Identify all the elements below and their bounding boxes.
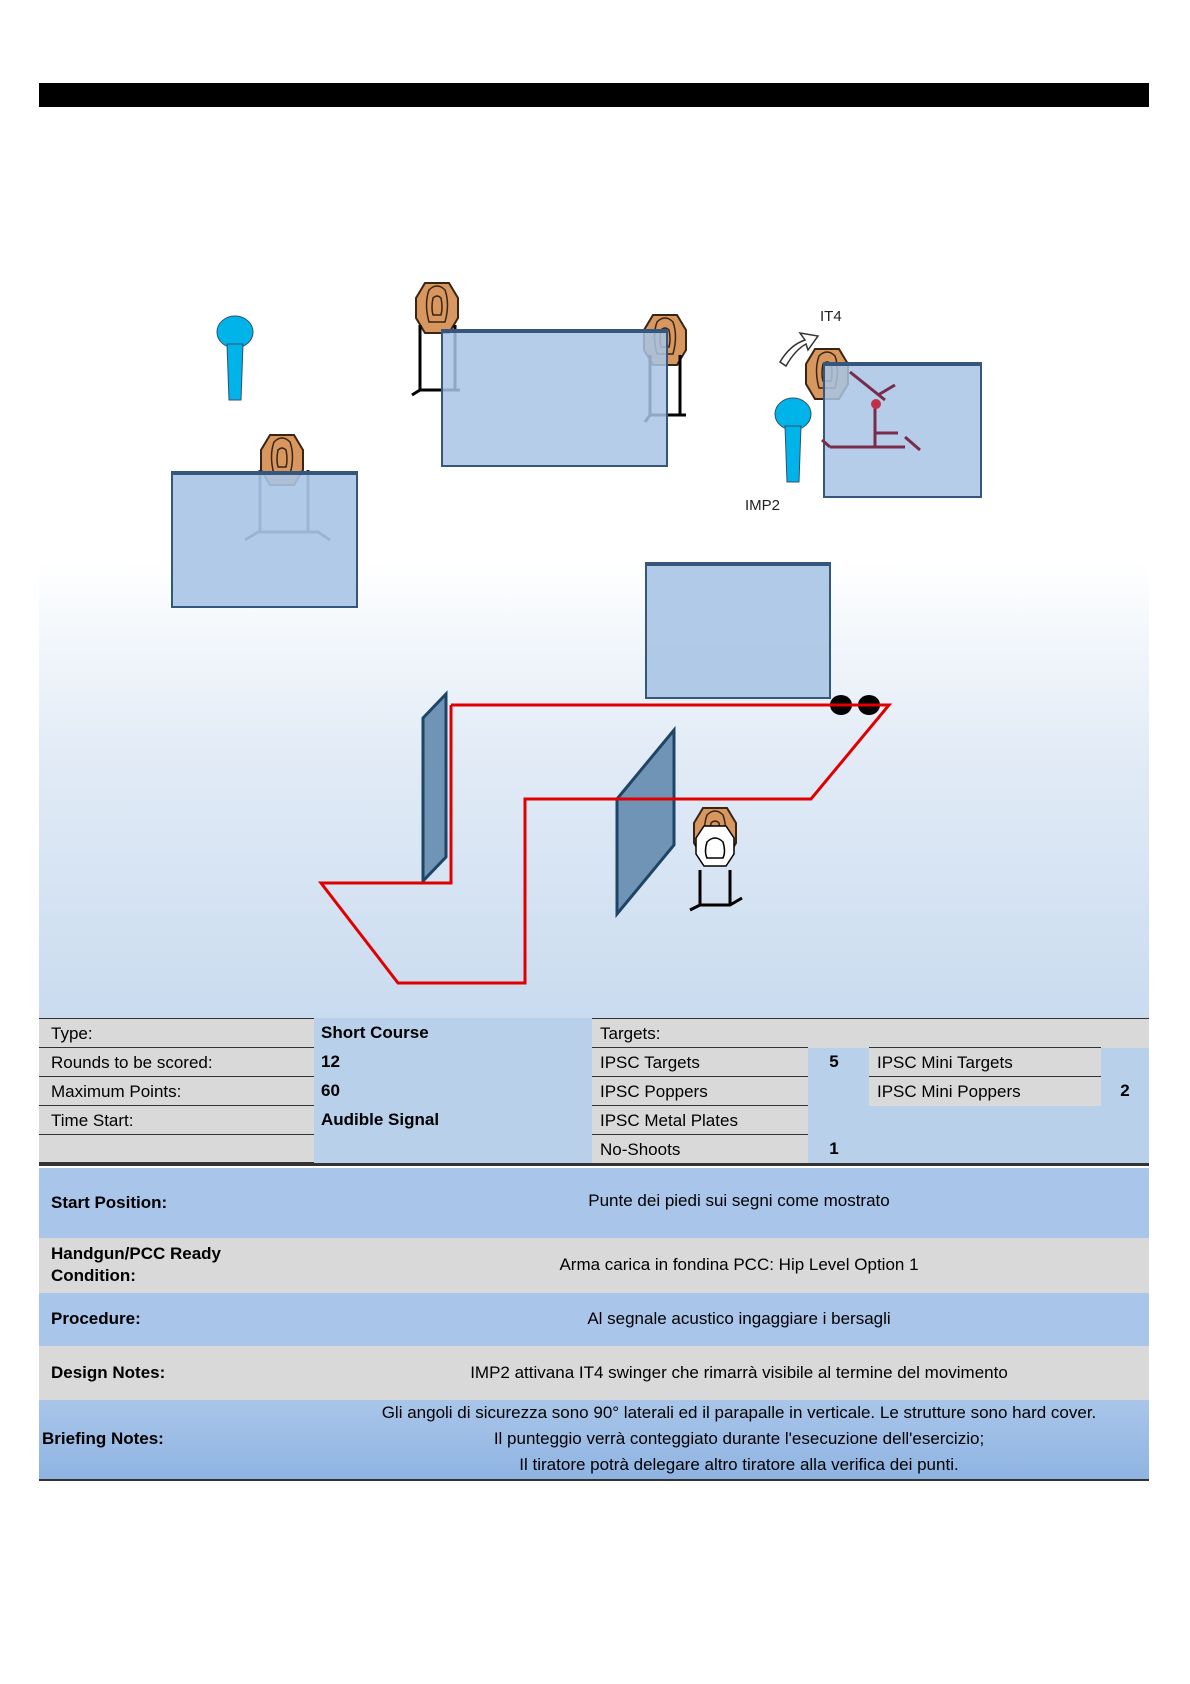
- design-notes-row: Design Notes: IMP2 attivana IT4 swinger …: [39, 1346, 1149, 1400]
- ready-label-2: Condition:: [51, 1266, 136, 1285]
- briefing-label: Briefing Notes:: [42, 1429, 164, 1448]
- type-label: Type:: [39, 1018, 314, 1048]
- glass-panel-left: [421, 690, 448, 885]
- table-divider: [39, 1163, 1149, 1166]
- shooting-area-boundary: [317, 703, 893, 985]
- ready-value: Arma carica in fondina PCC: Hip Level Op…: [559, 1255, 919, 1274]
- wall-right: [823, 362, 982, 498]
- wall-upper: [441, 329, 668, 467]
- briefing-notes-row: Briefing Notes: Gli angoli di sicurezza …: [39, 1400, 1149, 1479]
- points-value: 60: [321, 1081, 340, 1100]
- rounds-value: 12: [321, 1052, 340, 1071]
- notes-bottom-rule: [39, 1479, 1149, 1481]
- ready-label-1: Handgun/PCC Ready: [51, 1244, 222, 1263]
- briefing-line-2: Il punteggio verrà conteggiato durante l…: [493, 1429, 985, 1448]
- ipsc-poppers-label: IPSC Poppers: [592, 1076, 808, 1106]
- design-label: Design Notes:: [51, 1363, 166, 1382]
- mini-poppers-label: IPSC Mini Poppers: [869, 1076, 1101, 1106]
- briefing-line-3: Il tiratore potrà delegare altro tirator…: [519, 1455, 959, 1474]
- mini-poppers-value: 2: [1120, 1081, 1130, 1100]
- wall-left: [171, 471, 358, 608]
- header-bar: [39, 83, 1149, 107]
- popper-left: [216, 315, 254, 401]
- start-position-row: Start Position: Punte dei piedi sui segn…: [39, 1168, 1149, 1238]
- wall-middle: [645, 562, 831, 699]
- points-label: Maximum Points:: [39, 1076, 314, 1106]
- popper-imp2: [774, 397, 812, 483]
- swing-arrow-icon: [778, 331, 820, 368]
- activator-label: IMP2: [745, 497, 780, 514]
- ipsc-plates-label: IPSC Metal Plates: [592, 1105, 808, 1135]
- rounds-label: Rounds to be scored:: [39, 1047, 314, 1077]
- glass-panel-center: [615, 725, 676, 919]
- stage-background: [39, 560, 1149, 1020]
- start-position-value: Punte dei piedi sui segni come mostrato: [588, 1191, 890, 1210]
- start-position-label: Start Position:: [51, 1193, 168, 1212]
- ready-condition-row: Handgun/PCC Ready Condition: Arma carica…: [39, 1238, 1149, 1293]
- targets-label: Targets:: [592, 1018, 1149, 1048]
- procedure-value: Al segnale acustico ingaggiare i bersagl…: [587, 1309, 891, 1328]
- no-shoots-label: No-Shoots: [592, 1134, 808, 1165]
- procedure-row: Procedure: Al segnale acustico ingaggiar…: [39, 1293, 1149, 1346]
- start-value: Audible Signal: [321, 1110, 440, 1129]
- ipsc-targets-value: 5: [829, 1052, 839, 1071]
- course-info-table: Type: Short Course Targets: Rounds to be…: [39, 1018, 1149, 1165]
- empty-label-cell: [39, 1134, 314, 1163]
- procedure-label: Procedure:: [51, 1309, 141, 1328]
- design-value: IMP2 attivana IT4 swinger che rimarrà vi…: [470, 1363, 1008, 1382]
- mini-targets-label: IPSC Mini Targets: [869, 1047, 1101, 1077]
- no-shoot-target: [689, 807, 743, 912]
- no-shoots-value: 1: [829, 1139, 839, 1158]
- type-value: Short Course: [321, 1023, 429, 1042]
- ipsc-targets-label: IPSC Targets: [592, 1047, 808, 1077]
- briefing-line-1: Gli angoli di sicurezza sono 90° lateral…: [381, 1403, 1097, 1422]
- start-label: Time Start:: [39, 1105, 314, 1135]
- swinger-label: IT4: [820, 308, 842, 325]
